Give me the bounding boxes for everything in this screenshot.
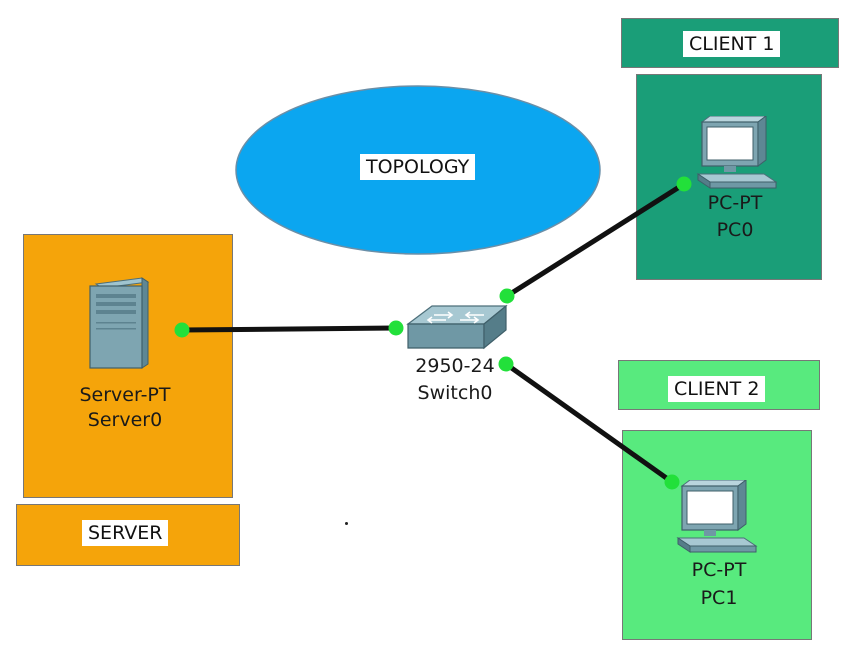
port-light-pc0 [676,176,692,192]
client2-area [622,430,812,640]
switch-type-label: 2950-24 [415,355,495,377]
link-server-switch[interactable] [181,325,397,333]
server-type-label: Server-PT [79,384,171,406]
server-tower-icon [89,277,150,369]
link-switch-pc0[interactable] [505,181,686,299]
pc0-type-label: PC-PT [707,192,763,214]
canvas-dot [345,522,348,525]
desktop-pc-icon [676,479,758,553]
server-area-label: SERVER [82,520,169,546]
client2-area-label: CLIENT 2 [668,376,766,402]
port-light-switch-left [388,320,404,336]
port-light-server [174,322,190,338]
switch-icon [406,304,508,350]
client1-area-label: CLIENT 1 [683,31,781,57]
pc0-name-label: PC0 [716,219,754,241]
switch-device[interactable] [404,302,508,352]
desktop-pc-icon [696,115,778,189]
topology-label: TOPOLOGY [360,154,476,180]
port-light-switch-top [499,288,515,304]
switch-name-label: Switch0 [417,382,493,404]
pc1-device[interactable] [674,479,758,558]
port-light-switch-bottom [498,356,514,372]
server-name-label: Server0 [87,409,163,431]
link-switch-pc1[interactable] [504,361,674,485]
port-light-pc1 [664,474,680,490]
server-device[interactable] [86,276,152,372]
pc0-device[interactable] [694,115,778,194]
pc1-type-label: PC-PT [691,559,747,581]
pc1-name-label: PC1 [700,587,738,609]
